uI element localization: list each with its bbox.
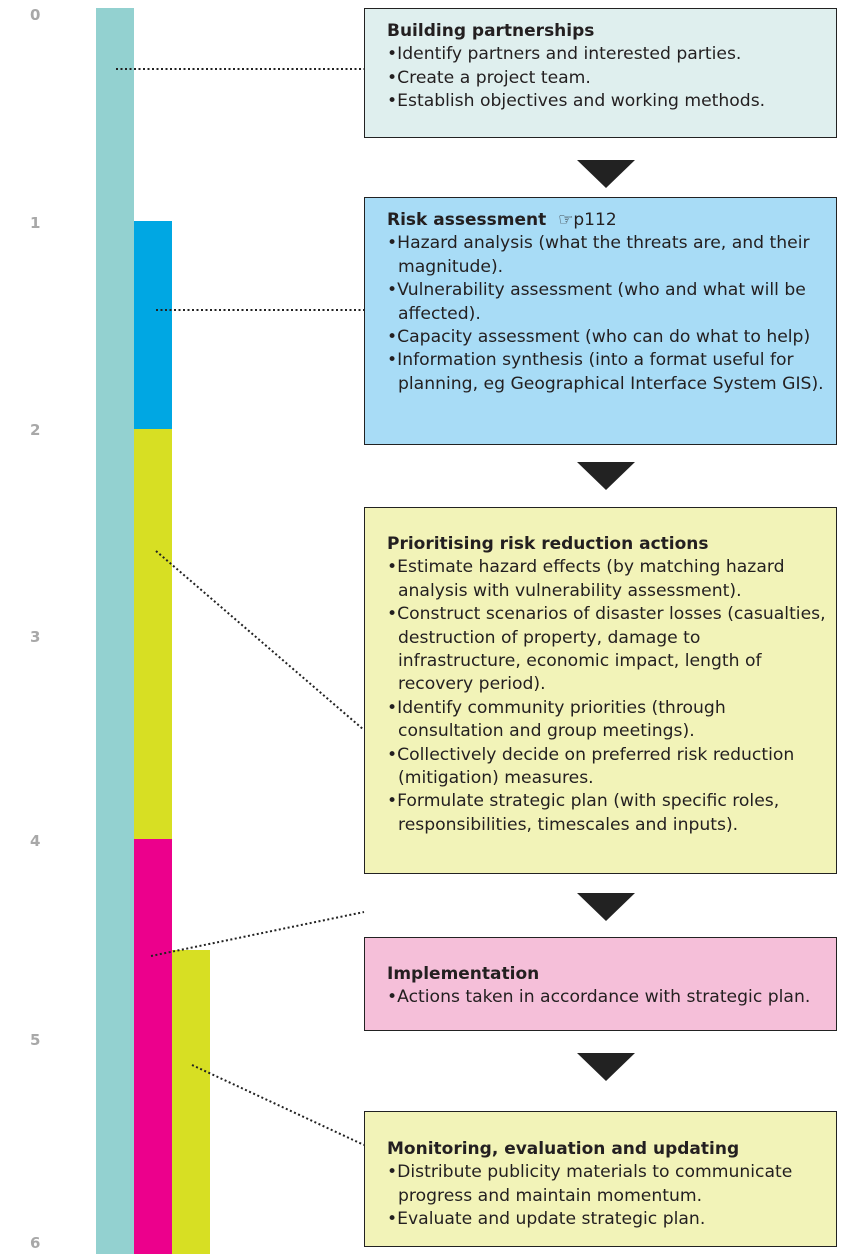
bar-monitoring bbox=[172, 950, 210, 1254]
step-list: Actions taken in accordance with strateg… bbox=[387, 986, 826, 1009]
list-item: Collectively decide on preferred risk re… bbox=[397, 744, 826, 791]
page-reference: ☞p112 bbox=[558, 210, 617, 230]
axis-tick-0: 0 bbox=[30, 6, 41, 24]
list-item: Identify community priorities (through c… bbox=[397, 697, 826, 744]
pointing-hand-icon: ☞ bbox=[558, 210, 574, 230]
step-title: Monitoring, evaluation and updating bbox=[387, 1139, 740, 1159]
list-item: Establish objectives and working methods… bbox=[397, 90, 826, 113]
step-box-prioritising: Prioritising risk reduction actions Esti… bbox=[364, 507, 837, 874]
bar-building-partnerships bbox=[96, 8, 134, 1254]
down-arrow-icon bbox=[577, 160, 635, 188]
step-title: Building partnerships bbox=[387, 21, 595, 41]
bar-implementation bbox=[134, 839, 172, 1254]
axis-tick-5: 5 bbox=[30, 1031, 41, 1049]
step-list: Identify partners and interested parties… bbox=[387, 43, 826, 113]
axis-tick-1: 1 bbox=[30, 214, 41, 232]
list-item: Distribute publicity materials to commun… bbox=[397, 1161, 826, 1208]
list-item: Estimate hazard effects (by matching haz… bbox=[397, 556, 826, 603]
step-title: Risk assessment bbox=[387, 210, 547, 230]
axis-tick-2: 2 bbox=[30, 421, 41, 439]
step-box-risk-assessment: Risk assessment ☞p112 Hazard analysis (w… bbox=[364, 197, 837, 445]
list-item: Identify partners and interested parties… bbox=[397, 43, 826, 66]
step-title: Prioritising risk reduction actions bbox=[387, 534, 709, 554]
page-reference-text: p112 bbox=[573, 210, 617, 230]
down-arrow-icon bbox=[577, 1053, 635, 1081]
step-box-implementation: Implementation Actions taken in accordan… bbox=[364, 937, 837, 1031]
leader-line-5 bbox=[191, 1064, 365, 1146]
bar-risk-assessment bbox=[134, 221, 172, 429]
down-arrow-icon bbox=[577, 893, 635, 921]
list-item: Create a project team. bbox=[397, 67, 826, 90]
step-list: Hazard analysis (what the threats are, a… bbox=[387, 232, 826, 396]
step-title-row: Risk assessment ☞p112 bbox=[387, 209, 826, 232]
axis-tick-4: 4 bbox=[30, 832, 41, 850]
leader-line-4 bbox=[150, 911, 365, 957]
step-list: Estimate hazard effects (by matching haz… bbox=[387, 556, 826, 837]
step-box-building-partnerships: Building partnerships Identify partners … bbox=[364, 8, 837, 138]
axis-tick-3: 3 bbox=[30, 628, 41, 646]
list-item: Construct scenarios of disaster losses (… bbox=[397, 603, 826, 697]
step-title: Implementation bbox=[387, 964, 540, 984]
step-box-monitoring: Monitoring, evaluation and updating Dist… bbox=[364, 1111, 837, 1247]
step-list: Distribute publicity materials to commun… bbox=[387, 1161, 826, 1231]
list-item: Vulnerability assessment (who and what w… bbox=[397, 279, 826, 326]
list-item: Hazard analysis (what the threats are, a… bbox=[397, 232, 826, 279]
list-item: Evaluate and update strategic plan. bbox=[397, 1208, 826, 1231]
axis-tick-6: 6 bbox=[30, 1234, 41, 1252]
list-item: Formulate strategic plan (with specific … bbox=[397, 790, 826, 837]
list-item: Capacity assessment (who can do what to … bbox=[397, 326, 826, 349]
list-item: Information synthesis (into a format use… bbox=[397, 349, 826, 396]
bar-prioritising bbox=[134, 429, 172, 839]
leader-line-3 bbox=[155, 550, 365, 731]
down-arrow-icon bbox=[577, 462, 635, 490]
list-item: Actions taken in accordance with strateg… bbox=[397, 986, 826, 1009]
